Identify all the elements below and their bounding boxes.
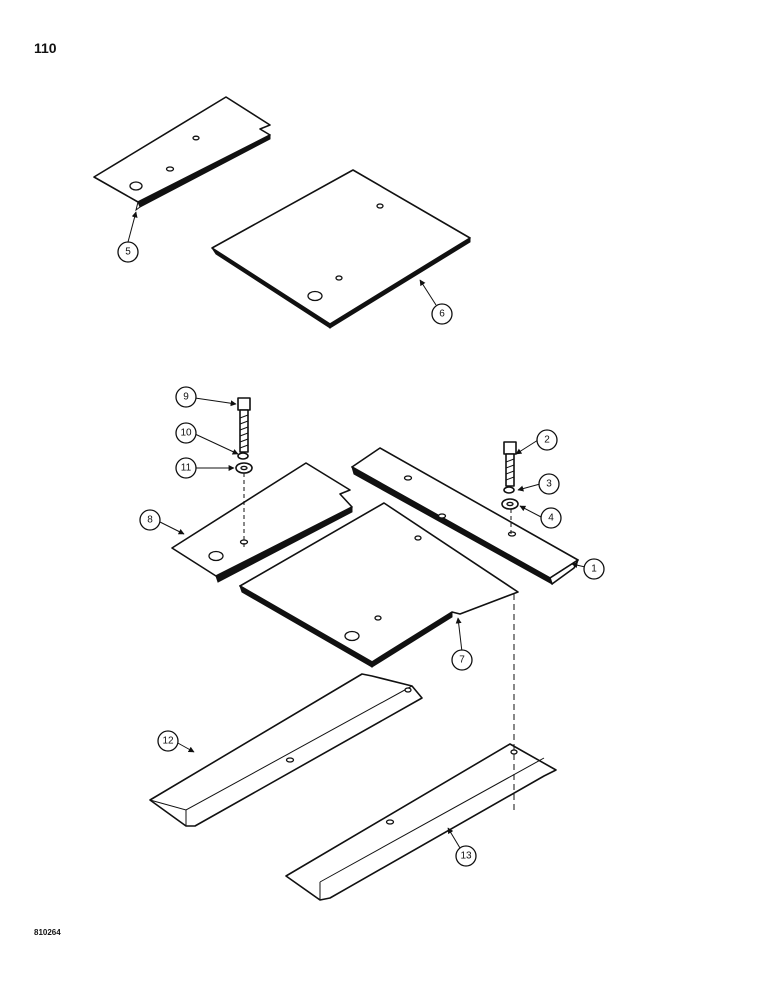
callout-3: 3 — [538, 473, 560, 495]
callout-5: 5 — [117, 241, 139, 263]
page-number: 110 — [34, 40, 57, 56]
svg-text:5: 5 — [125, 247, 131, 258]
callout-9: 9 — [175, 386, 197, 408]
svg-text:3: 3 — [546, 479, 552, 490]
lockwasher-part-10 — [237, 452, 249, 460]
svg-text:11: 11 — [181, 463, 192, 474]
svg-text:8: 8 — [147, 515, 153, 526]
callout-11: 11 — [175, 457, 197, 479]
bolt-part-2 — [503, 441, 517, 487]
svg-text:1: 1 — [591, 564, 597, 575]
plate-part-6 — [211, 169, 471, 329]
svg-text:10: 10 — [180, 428, 192, 439]
plate-part-5 — [93, 96, 271, 212]
svg-text:12: 12 — [162, 736, 174, 747]
callout-2: 2 — [536, 429, 558, 451]
lockwasher-part-3 — [503, 486, 515, 494]
callout-13: 13 — [455, 845, 477, 867]
callout-6: 6 — [431, 303, 453, 325]
plate-part-7 — [239, 502, 519, 668]
plate-part-8 — [171, 462, 353, 583]
callout-8: 8 — [139, 509, 161, 531]
channel-part-1 — [351, 447, 579, 586]
callout-1: 1 — [583, 558, 605, 580]
svg-text:13: 13 — [460, 851, 472, 862]
angle-part-13 — [285, 743, 557, 901]
callout-4: 4 — [540, 507, 562, 529]
drawing-code: 810264 — [34, 928, 61, 937]
svg-text:9: 9 — [183, 392, 189, 403]
callout-10: 10 — [175, 422, 197, 444]
angle-part-12 — [149, 673, 423, 827]
svg-text:2: 2 — [544, 435, 550, 446]
callout-7: 7 — [451, 649, 473, 671]
svg-text:6: 6 — [439, 309, 445, 320]
bolt-part-9 — [237, 397, 251, 453]
callout-12: 12 — [157, 730, 179, 752]
svg-text:4: 4 — [548, 513, 554, 524]
svg-text:7: 7 — [459, 655, 465, 666]
